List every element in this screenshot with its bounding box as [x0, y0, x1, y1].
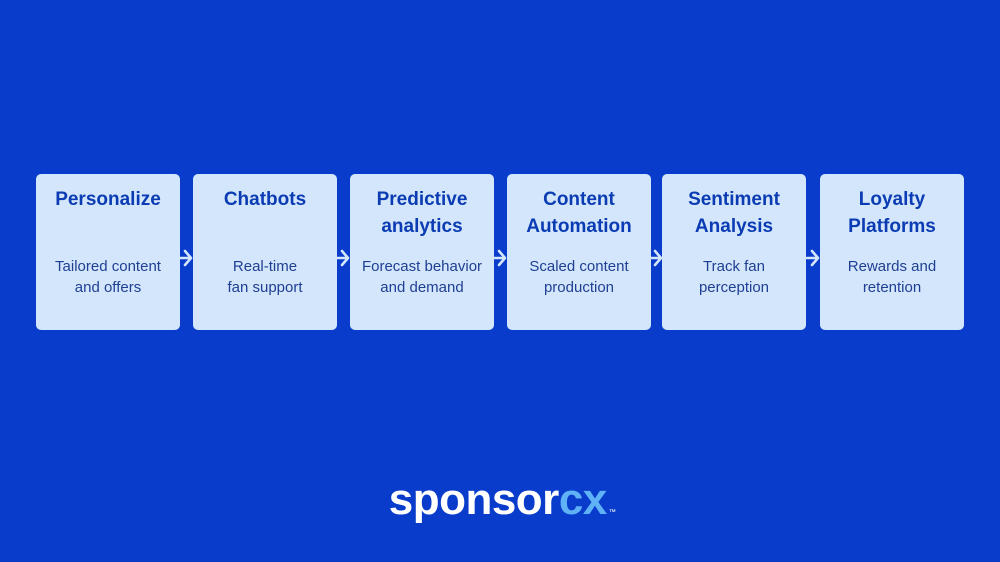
step-title: Predictive analytics [376, 189, 468, 237]
connector-arrow-icon [335, 246, 351, 270]
step-card-sentiment-analysis: Sentiment Analysis Track fan perception [662, 174, 806, 330]
connector-arrow-icon [178, 246, 194, 270]
step-title: Sentiment Analysis [688, 189, 780, 237]
step-title: Loyalty Platforms [848, 189, 936, 237]
step-title: Personalize [55, 189, 161, 210]
step-description: Forecast behavior and demand [361, 258, 483, 296]
logo-text-accent: cx [559, 475, 608, 524]
step-card-predictive-analytics: Predictive analytics Forecast behavior a… [350, 174, 494, 330]
step-card-chatbots: Chatbots Real-time fan support [193, 174, 337, 330]
step-title: Chatbots [223, 189, 307, 210]
step-card-personalize: Personalize Tailored content and offers [36, 174, 180, 330]
step-title: Content Automation [526, 189, 632, 237]
step-card-loyalty-platforms: Loyalty Platforms Rewards and retention [820, 174, 964, 330]
step-description: Track fan perception [698, 258, 770, 296]
connector-arrow-icon [805, 246, 821, 270]
logo-trademark: ™ [609, 509, 616, 516]
step-description: Tailored content and offers [55, 258, 161, 296]
logo-text-main: sponsor [389, 475, 559, 524]
step-description: Real-time fan support [227, 258, 303, 296]
step-description: Scaled content production [529, 258, 629, 296]
connector-arrow-icon [492, 246, 508, 270]
step-description: Rewards and retention [847, 258, 937, 296]
step-card-content-automation: Content Automation Scaled content produc… [507, 174, 651, 330]
connector-arrow-icon [648, 246, 664, 270]
